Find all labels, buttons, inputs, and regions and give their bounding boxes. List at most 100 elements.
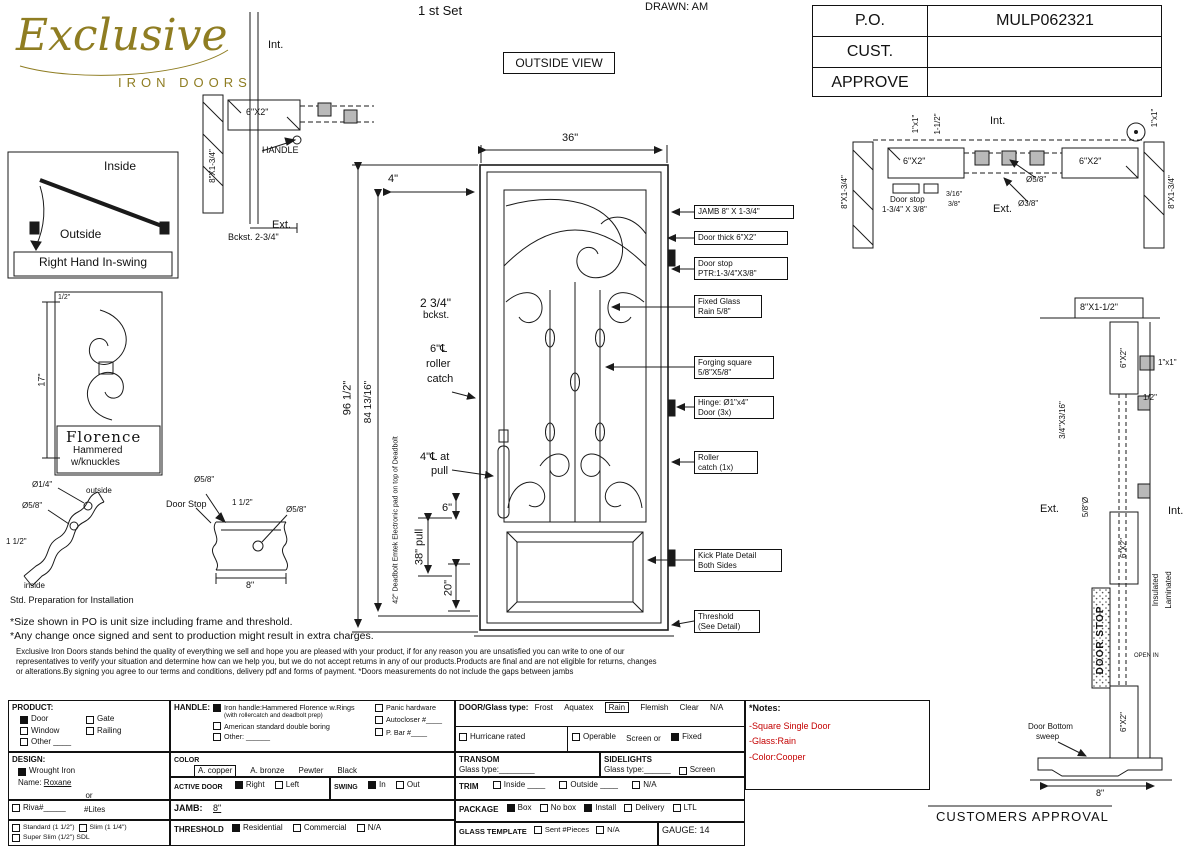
commercial-checkbox (292, 824, 301, 833)
door-dimensions (352, 145, 668, 633)
dim-backset2: bckst. (423, 310, 450, 321)
cell-sizes: Standard (1 1/2") Slim (1 1/4") Super Sl… (8, 820, 170, 846)
jamb-ext-label: Ext. (272, 219, 291, 231)
prep-outside: outside (86, 486, 112, 495)
product-gate: Gate (86, 714, 114, 724)
florence-dim: 17" (36, 373, 47, 387)
sidelights-screen-label: Screen (689, 765, 716, 775)
florence-top-dim: 1/2" (58, 294, 71, 301)
swing-out-option: Out (395, 780, 420, 790)
drawn-label: DRAWN: AM (645, 1, 709, 13)
swing-inside-label: Inside (104, 159, 137, 173)
side-top-board: 8"X1-1/2" (1080, 302, 1118, 312)
fixed-option: Fixed (671, 732, 702, 742)
head-board-right: 8"X1-3/4" (1167, 175, 1176, 209)
dim-38-pull: 38" pull (413, 528, 426, 566)
callout-kickplate-l2: Both Sides (698, 560, 737, 570)
product-door: Door (20, 714, 86, 724)
head-int: Int. (990, 115, 1006, 127)
nobox-checkbox (539, 804, 548, 813)
delivery-checkbox (624, 804, 633, 813)
ds-dia2: Ø5/8" (286, 505, 307, 514)
gate-checkbox (86, 715, 94, 724)
callout-leaders (605, 208, 695, 628)
slim-checkbox (78, 823, 87, 832)
swing-label: SWING (334, 784, 358, 792)
head-board-left: 8"X1-3/4" (840, 175, 849, 209)
operable-option: Operable (572, 732, 616, 742)
cell-trim: TRIM Inside ____ Outside ____ N/A (455, 777, 745, 800)
size-superslim-option: Super Slim (1/2") SDL (12, 834, 90, 843)
out-label: Out (406, 780, 420, 789)
residential-label: Residential (243, 823, 283, 832)
active-right-option: Right (234, 780, 265, 790)
cell-swing: SWING In Out (330, 777, 455, 800)
transom-glass-type: Glass type:________ (459, 765, 535, 775)
left-label: Left (285, 780, 300, 789)
side-tube3: 6"X2" (1119, 712, 1128, 732)
window-checkbox (20, 726, 28, 735)
cell-design: DESIGN: Wrought Iron Name: Roxane or (8, 752, 170, 800)
cell-transom: TRANSOM Glass type:________ (455, 752, 600, 777)
product-window: Window (20, 726, 86, 736)
swing-caption: Right Hand In-swing (38, 255, 148, 269)
disclaimer-p3: or alterations.By signing you agree to o… (16, 667, 574, 676)
color-black: Black (337, 766, 357, 776)
color-pewter: Pewter (298, 766, 324, 776)
other-checkbox (20, 738, 28, 747)
riva-checkbox (12, 804, 20, 813)
other-option-label: Other ____ (31, 737, 72, 747)
glass-na: N/A (709, 703, 724, 712)
cell-glass: DOOR/Glass type: Frost Aquatex Rain Flem… (455, 700, 745, 752)
set-label: 1 st Set (418, 3, 463, 18)
door-option-label: Door (31, 714, 49, 724)
threshold-na-checkbox (356, 824, 365, 833)
color-copper-selected: A. copper (194, 765, 237, 776)
cell-active-door: ACTIVE DOOR Right Left (170, 777, 330, 800)
gauge-value: GAUGE: 14 (662, 825, 710, 835)
outside-view-label: OUTSIDE VIEW (503, 52, 615, 74)
threshold-na-label: N/A (367, 823, 382, 832)
size-slim-option: Slim (1 1/4") (78, 823, 127, 833)
threshold-label: THRESHOLD (174, 825, 224, 835)
operable-checkbox (572, 733, 580, 742)
autocloser-label: Autocloser #____ (386, 715, 442, 725)
head-sq-right: 1"x1" (1150, 108, 1159, 128)
pbar-label: P. Bar #____ (386, 727, 428, 737)
head-sq2: 1-1/2" (933, 113, 942, 135)
box-checkbox (506, 804, 515, 813)
prep-caption: Std. Preparation for Installation (10, 595, 134, 605)
iron-handle-checkbox (213, 703, 221, 712)
fixed-checkbox (671, 733, 680, 742)
po-number: MULP062321 (996, 12, 1094, 29)
jamb-form-value: 8" (213, 803, 222, 813)
handle-other-label: Other: ______ (224, 731, 270, 741)
standard-label: Standard (1 1/2") (23, 823, 75, 831)
superslim-label: Super Slim (1/2") SDL (23, 833, 90, 841)
cell-glass-template: GLASS TEMPLATE Sent #Pieces N/A (455, 822, 658, 846)
cell-handle: HANDLE: Iron handle:Hammered Florence w.… (170, 700, 455, 752)
trim-na-checkbox (632, 781, 641, 790)
side-ext: Ext. (1040, 503, 1059, 515)
disclaimer-p2: representatives to verify your situation… (16, 657, 657, 666)
jamb-plan-detail (202, 12, 374, 233)
cell-riva: Riva#_____ #Lites (8, 800, 170, 820)
standard-checkbox (12, 823, 20, 832)
template-sent-option: Sent #Pieces (533, 825, 589, 835)
florence-name: Florence (66, 428, 142, 446)
threshold-res-option: Residential (232, 823, 283, 833)
trim-outside-checkbox (559, 781, 568, 790)
template-na-option: N/A (596, 825, 620, 835)
side-laminated: Laminated (1164, 571, 1173, 609)
dim-6: 6" (442, 502, 453, 514)
delivery-label: Delivery (635, 803, 665, 812)
swing-in-option: In (367, 780, 386, 790)
prep-hole2: Ø5/8" (22, 501, 43, 510)
logo-flourish (19, 49, 229, 76)
side-section (1030, 297, 1172, 790)
head-f38: 3/8" (948, 201, 961, 208)
package-nobox-option: No box (539, 803, 576, 813)
